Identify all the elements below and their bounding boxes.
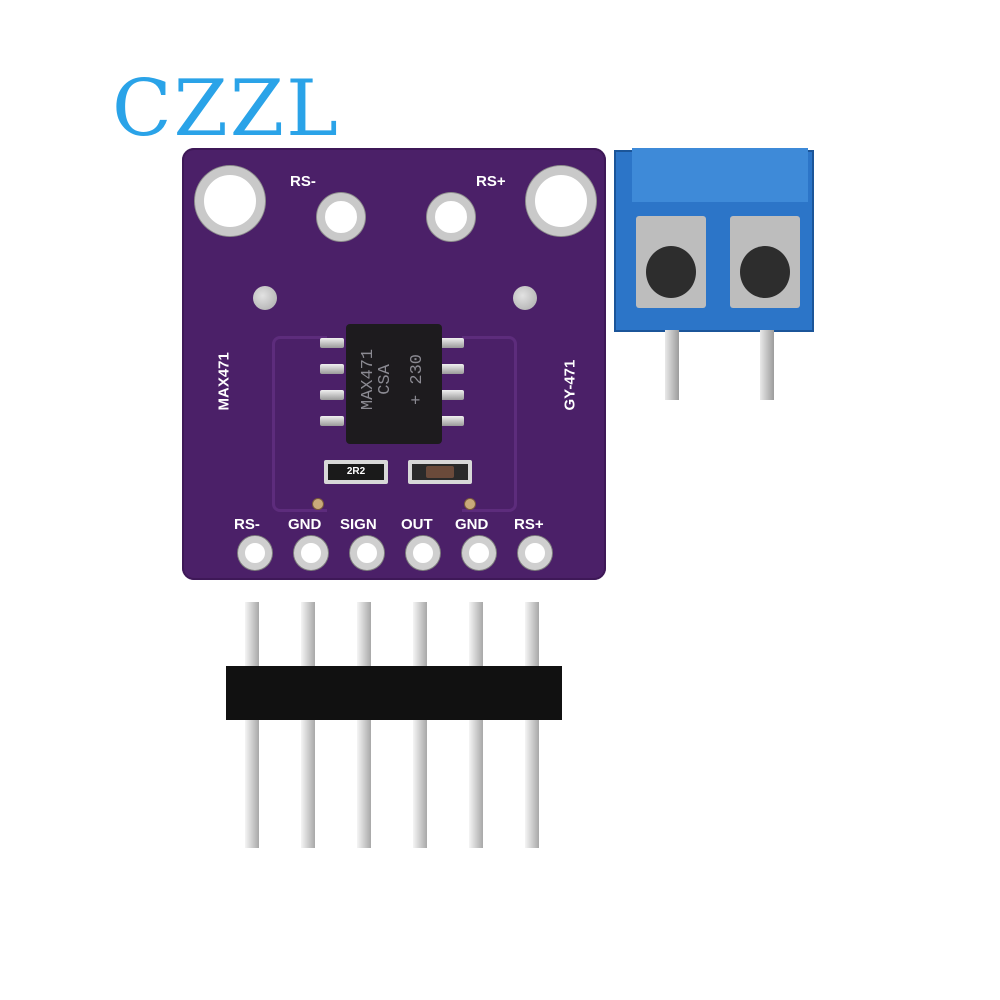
- terminal-slot-2: [730, 216, 800, 308]
- via-left: [253, 286, 277, 310]
- header-pin: [357, 602, 371, 848]
- chip-leg: [320, 364, 344, 374]
- chip-leg: [320, 416, 344, 426]
- label-rs-minus-top: RS-: [290, 173, 316, 190]
- pin-label: SIGN: [340, 516, 377, 533]
- label-gy471-side: GY-471: [561, 359, 579, 411]
- chip-leg: [320, 390, 344, 400]
- trace-right: [462, 336, 517, 512]
- header-pad: [238, 536, 272, 570]
- pin-label: OUT: [401, 516, 433, 533]
- label-rs-plus-top: RS+: [476, 173, 506, 190]
- resistor-smd: 2R2: [324, 460, 388, 484]
- pin-label: GND: [455, 516, 489, 533]
- chip-leg: [440, 364, 464, 374]
- chip-leg: [440, 416, 464, 426]
- chip-marking: MAX471 CSA + 230: [359, 318, 430, 446]
- terminal-screw-2: [740, 246, 790, 298]
- terminal-screw-1: [646, 246, 696, 298]
- terminal-pin-1: [665, 330, 679, 400]
- screw-terminal-top: [632, 148, 808, 202]
- header-pad: [518, 536, 552, 570]
- trace-left: [272, 336, 327, 512]
- rs-plus-hole: [427, 193, 475, 241]
- test-via: [464, 498, 476, 510]
- mounting-hole-right: [526, 166, 596, 236]
- label-max471-side: MAX471: [215, 352, 233, 411]
- brand-logo: CZZL: [112, 64, 340, 154]
- chip-leg: [440, 338, 464, 348]
- pin-label: RS-: [234, 516, 260, 533]
- header-pad: [294, 536, 328, 570]
- chip-leg: [320, 338, 344, 348]
- header-pin: [469, 602, 483, 848]
- capacitor-smd: [408, 460, 472, 484]
- header-pin: [245, 602, 259, 848]
- resistor-code: 2R2: [346, 466, 366, 477]
- chip-leg: [440, 390, 464, 400]
- header-pin: [413, 602, 427, 848]
- rs-minus-hole: [317, 193, 365, 241]
- max471-chip: [346, 324, 442, 444]
- header-pad: [406, 536, 440, 570]
- header-pin: [525, 602, 539, 848]
- chip-marking-line2: CSA: [375, 364, 395, 395]
- header-pad: [350, 536, 384, 570]
- test-via: [312, 498, 324, 510]
- pin-label: GND: [288, 516, 322, 533]
- header-pin: [301, 602, 315, 848]
- chip-marking-line3: + 230: [408, 353, 428, 406]
- header-pad: [462, 536, 496, 570]
- pin-header-bar: [226, 666, 562, 720]
- terminal-slot-1: [636, 216, 706, 308]
- via-right: [513, 286, 537, 310]
- pin-label: RS+: [514, 516, 544, 533]
- mounting-hole-left: [195, 166, 265, 236]
- terminal-pin-2: [760, 330, 774, 400]
